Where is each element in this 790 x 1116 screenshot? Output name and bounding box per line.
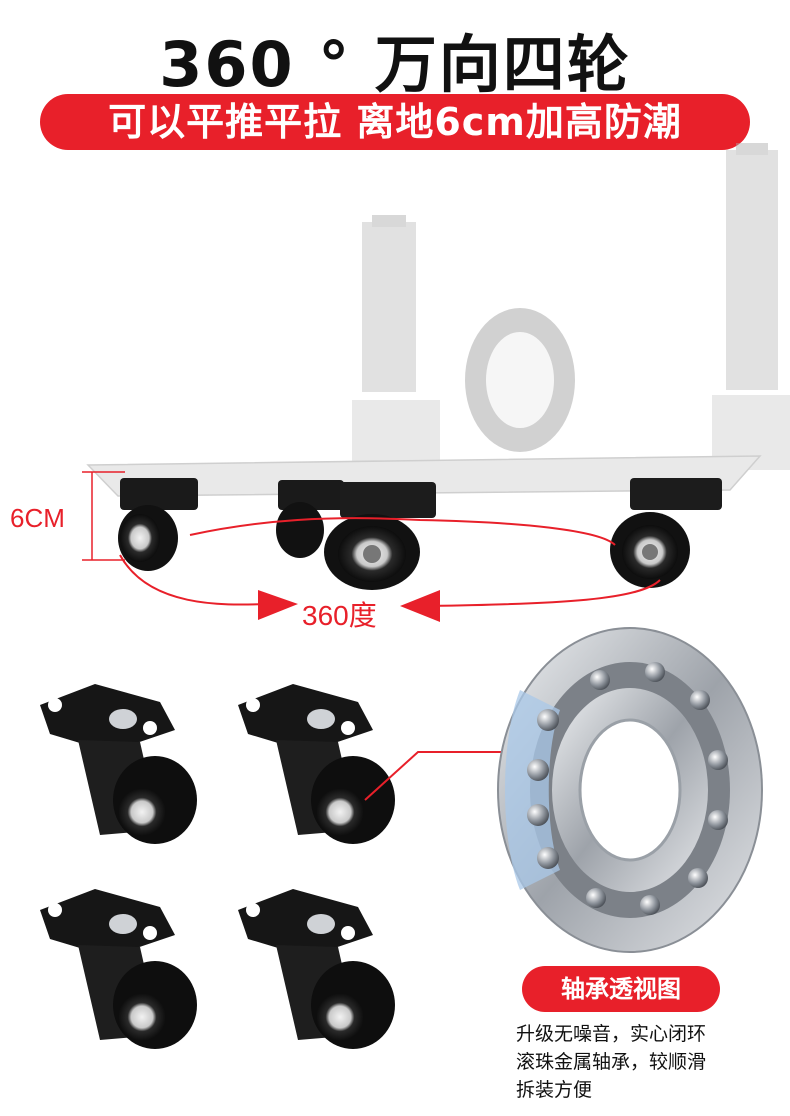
caster-icon-4 (238, 889, 395, 1049)
bearing-caption: 轴承透视图 (522, 966, 720, 1012)
callout-line (364, 751, 520, 801)
base-plate (86, 455, 762, 497)
page-title: 360 ° 万向四轮 (159, 28, 631, 101)
caster-front-right (610, 478, 722, 588)
caster-icon-3 (40, 889, 197, 1049)
rotation-arc (119, 517, 661, 607)
arc-arrow-right (258, 590, 298, 620)
rotation-label: 360度 (302, 600, 377, 631)
caster-mid-left (276, 480, 344, 558)
caster-front-center (324, 482, 436, 590)
caster-icon-2 (238, 684, 395, 844)
description-line: 拆装方便 (516, 1079, 593, 1101)
bearing-cutaway (497, 627, 763, 953)
description-line: 滚珠金属轴承，较顺滑 (516, 1051, 707, 1073)
description-line: 升级无噪音，实心闭环 (516, 1023, 707, 1045)
frame-legs (352, 143, 790, 470)
height-bracket (82, 471, 125, 561)
height-label: 6CM (10, 503, 65, 533)
bearing-description: 升级无噪音，实心闭环 滚珠金属轴承，较顺滑 拆装方便 (516, 1020, 786, 1104)
arc-arrow-left (400, 590, 440, 622)
subtitle-banner: 可以平推平拉 离地6cm加高防潮 (40, 94, 750, 150)
caster-front-left (118, 478, 198, 571)
caster-icon-1 (40, 684, 197, 844)
